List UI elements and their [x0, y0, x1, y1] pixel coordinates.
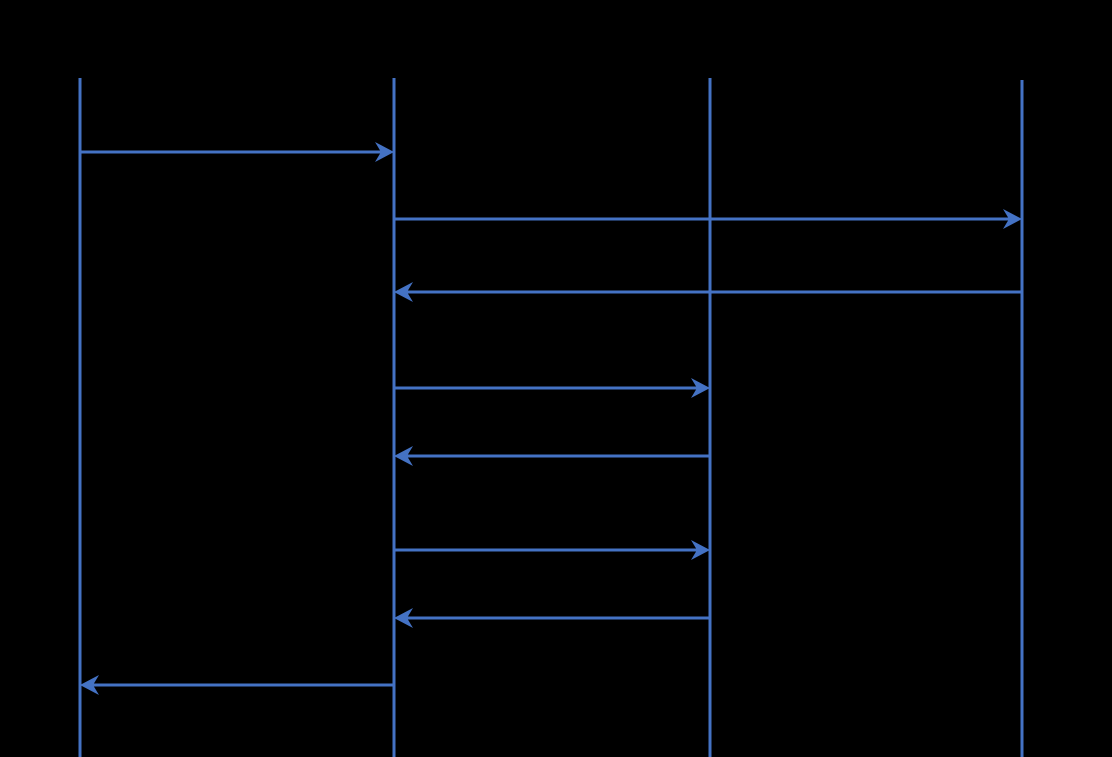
- message-7-arrow: [394, 608, 710, 628]
- message-7-arrowhead-icon: [394, 608, 413, 628]
- message-1-arrow: [80, 142, 394, 162]
- message-8-arrowhead-icon: [80, 675, 99, 695]
- message-1-arrowhead-icon: [375, 142, 394, 162]
- message-5-arrow: [394, 446, 710, 466]
- message-4-arrow: [394, 378, 710, 398]
- message-6-arrow: [394, 540, 710, 560]
- message-3-arrow: [394, 282, 1022, 302]
- message-3-arrowhead-icon: [394, 282, 413, 302]
- message-6-arrowhead-icon: [691, 540, 710, 560]
- message-5-arrowhead-icon: [394, 446, 413, 466]
- message-2-arrowhead-icon: [1003, 209, 1022, 229]
- message-8-arrow: [80, 675, 394, 695]
- message-2-arrow: [394, 209, 1022, 229]
- message-4-arrowhead-icon: [691, 378, 710, 398]
